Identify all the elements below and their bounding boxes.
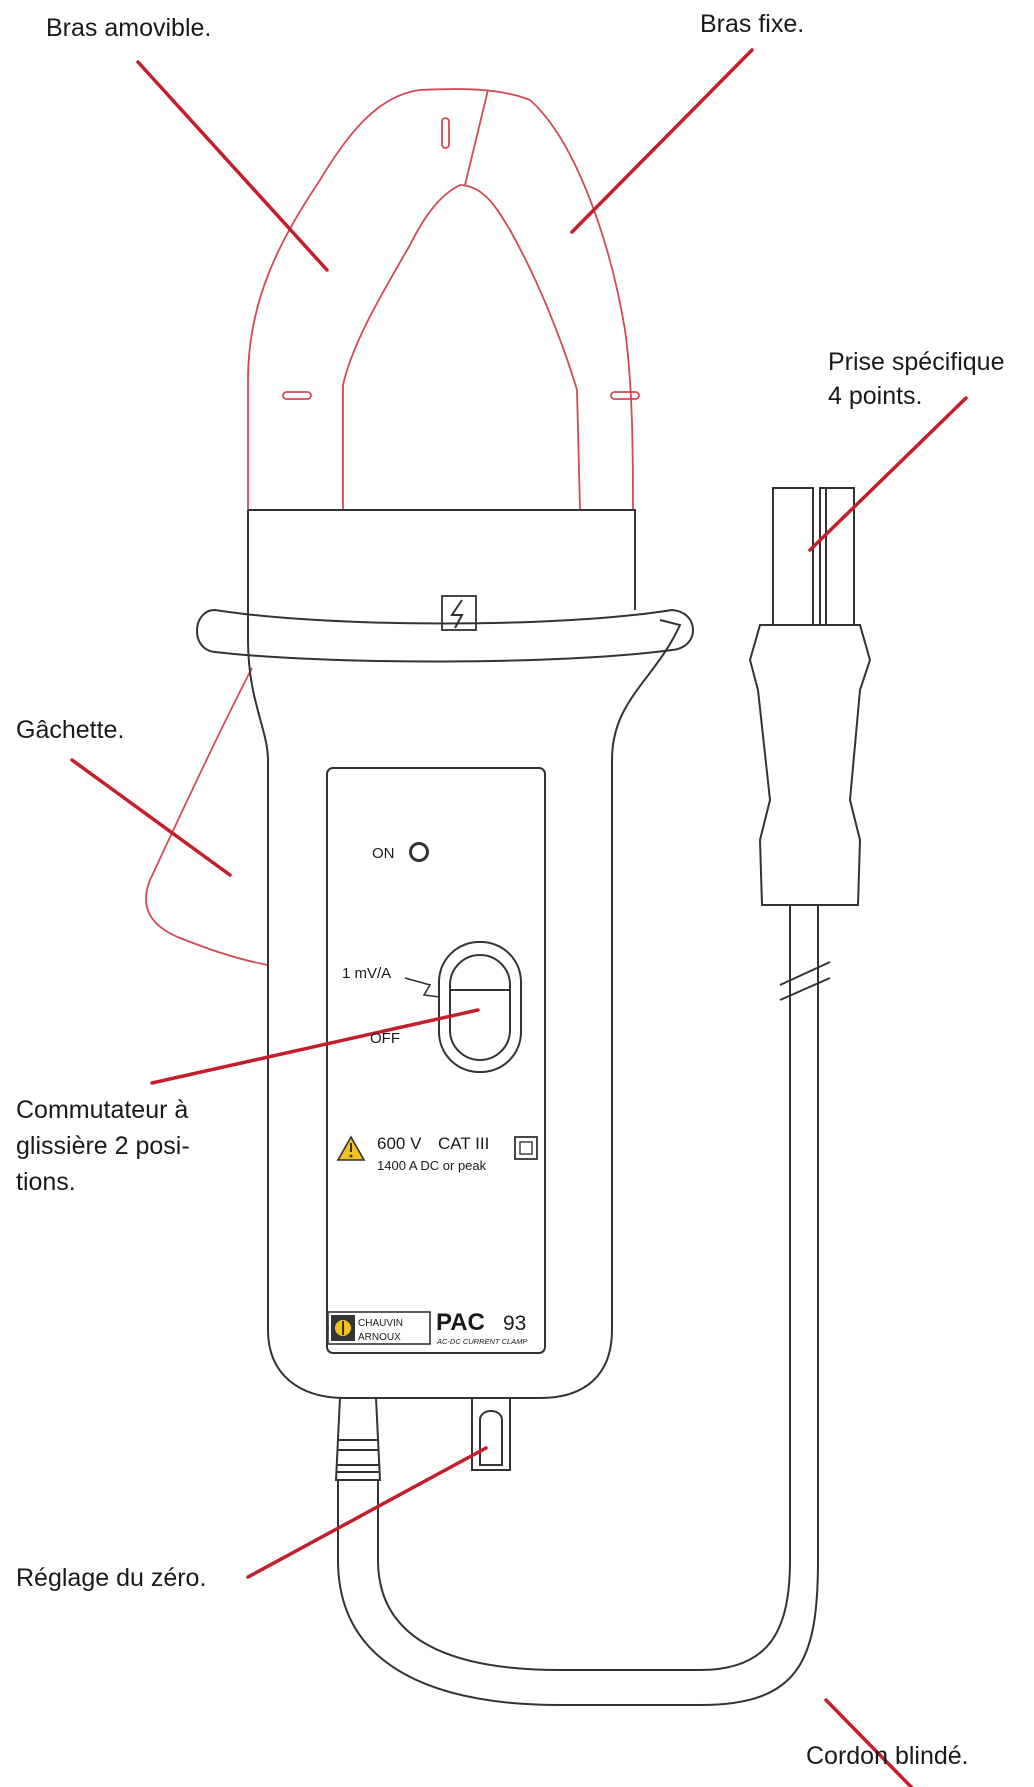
plug-pin-right bbox=[819, 487, 855, 626]
zero-adjust-knob bbox=[471, 1398, 511, 1471]
leader-prise bbox=[808, 396, 968, 552]
slide-switch-frame bbox=[438, 941, 522, 1073]
housing-top-band bbox=[248, 509, 636, 610]
leader-lines bbox=[70, 48, 968, 1787]
label-bras-fixe: Bras fixe. bbox=[700, 10, 805, 38]
leader-commutateur bbox=[150, 1008, 480, 1085]
label-commutateur-line-3: tions. bbox=[16, 1168, 76, 1196]
category-rating: CAT III bbox=[438, 1134, 489, 1153]
leader-gachette bbox=[70, 758, 232, 877]
label-prise-line-2: 4 points. bbox=[828, 382, 923, 410]
plug-pin-left bbox=[772, 487, 814, 626]
range-label: 1 mV/A bbox=[342, 965, 391, 982]
jaw-split-line bbox=[464, 89, 489, 186]
clamp-jaws bbox=[247, 88, 640, 511]
trigger-outline bbox=[145, 667, 269, 966]
label-reglage-zero: Réglage du zéro. bbox=[16, 1564, 207, 1592]
cord-inner-edge bbox=[377, 905, 791, 1671]
label-cordon-blinde: Cordon blindé. bbox=[806, 1742, 969, 1770]
hazard-bolt-icon bbox=[450, 599, 464, 629]
leader-cordon bbox=[824, 1698, 914, 1787]
jaw-outer-outline bbox=[247, 88, 634, 511]
leader-bras-fixe bbox=[570, 48, 754, 234]
model-subtitle: AC-DC CURRENT CLAMP bbox=[436, 1337, 527, 1346]
on-label: ON bbox=[372, 845, 395, 862]
jaw-slot-left bbox=[282, 391, 312, 400]
cord-outer-edge bbox=[337, 905, 819, 1706]
hazard-symbol-frame bbox=[441, 595, 477, 631]
jaw-slot-top bbox=[441, 117, 450, 149]
label-gachette: Gâchette. bbox=[16, 716, 125, 744]
jaw-slot-right bbox=[610, 391, 640, 400]
cord-break-mark-2 bbox=[779, 977, 831, 1001]
double-insulation-outer bbox=[514, 1136, 538, 1160]
voltage-rating: 600 V bbox=[377, 1134, 422, 1153]
current-rating: 1400 A DC or peak bbox=[377, 1158, 487, 1173]
cord-break-mark-1 bbox=[779, 961, 831, 986]
model-name: PAC bbox=[436, 1309, 485, 1336]
slide-switch-knob bbox=[449, 954, 511, 1061]
clamp-body bbox=[196, 509, 694, 1399]
double-insulation-inner bbox=[519, 1141, 533, 1155]
label-plate bbox=[326, 767, 546, 1354]
shielded-cord bbox=[337, 905, 831, 1706]
off-label: OFF bbox=[370, 1030, 400, 1047]
leader-bras-amovible bbox=[136, 60, 329, 272]
four-point-plug bbox=[748, 487, 872, 906]
bottom-connectors bbox=[334, 1397, 511, 1481]
label-commutateur-line-2: glissière 2 posi- bbox=[16, 1132, 190, 1160]
handle-outline bbox=[247, 619, 682, 1399]
brand-line-2: ARNOUX bbox=[358, 1332, 401, 1343]
warning-icon bbox=[336, 1135, 366, 1161]
on-indicator-led bbox=[409, 842, 429, 862]
label-prise-line-1: Prise spécifique bbox=[828, 348, 1005, 376]
range-pointer bbox=[404, 977, 441, 998]
label-bras-amovible: Bras amovible. bbox=[46, 14, 212, 42]
brand-logo bbox=[327, 1311, 431, 1345]
model-number: 93 bbox=[503, 1312, 526, 1335]
brand-line-1: CHAUVIN bbox=[358, 1318, 403, 1329]
finger-guard bbox=[196, 608, 694, 663]
jaw-inner-opening bbox=[342, 184, 581, 511]
plug-housing bbox=[748, 624, 872, 906]
leader-reglage-zero bbox=[246, 1446, 488, 1579]
label-commutateur-line-1: Commutateur à bbox=[16, 1096, 189, 1124]
